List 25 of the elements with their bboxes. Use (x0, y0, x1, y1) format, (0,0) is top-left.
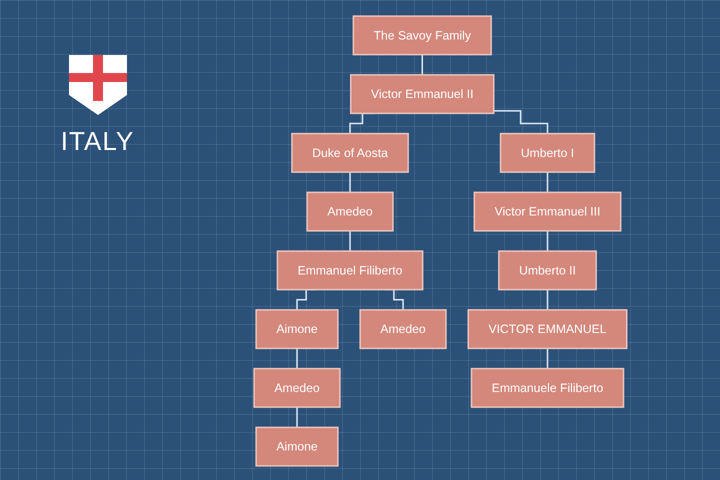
node-box: VICTOR EMMANUEL (467, 309, 628, 350)
connector (296, 406, 298, 428)
node-box: Emmanuele Filiberto (470, 368, 624, 408)
node-box: The Savoy Family (352, 15, 492, 56)
node-box: Umberto II (498, 250, 596, 290)
connector (296, 348, 298, 370)
connector (546, 348, 548, 370)
node-box: Amedeo (358, 309, 446, 350)
node-box: Aimone (254, 426, 338, 467)
connector (493, 110, 548, 134)
connector (348, 171, 350, 194)
node-box: Aimone (254, 309, 338, 350)
node-box: Duke of Aosta (290, 132, 408, 173)
country-label: ITALY (60, 127, 134, 156)
connector (546, 171, 548, 194)
connector (348, 230, 350, 252)
connector (546, 230, 548, 252)
node-box: Amedeo (306, 192, 394, 232)
node-box: Amedeo (252, 368, 340, 408)
connector (421, 54, 423, 76)
connector (546, 288, 548, 311)
node-box: Umberto I (499, 132, 595, 173)
node-box: Victor Emmanuel II (350, 74, 494, 114)
node-box: Victor Emmanuel III (473, 192, 621, 232)
node-box: Emmanuel Filiberto (276, 250, 423, 290)
